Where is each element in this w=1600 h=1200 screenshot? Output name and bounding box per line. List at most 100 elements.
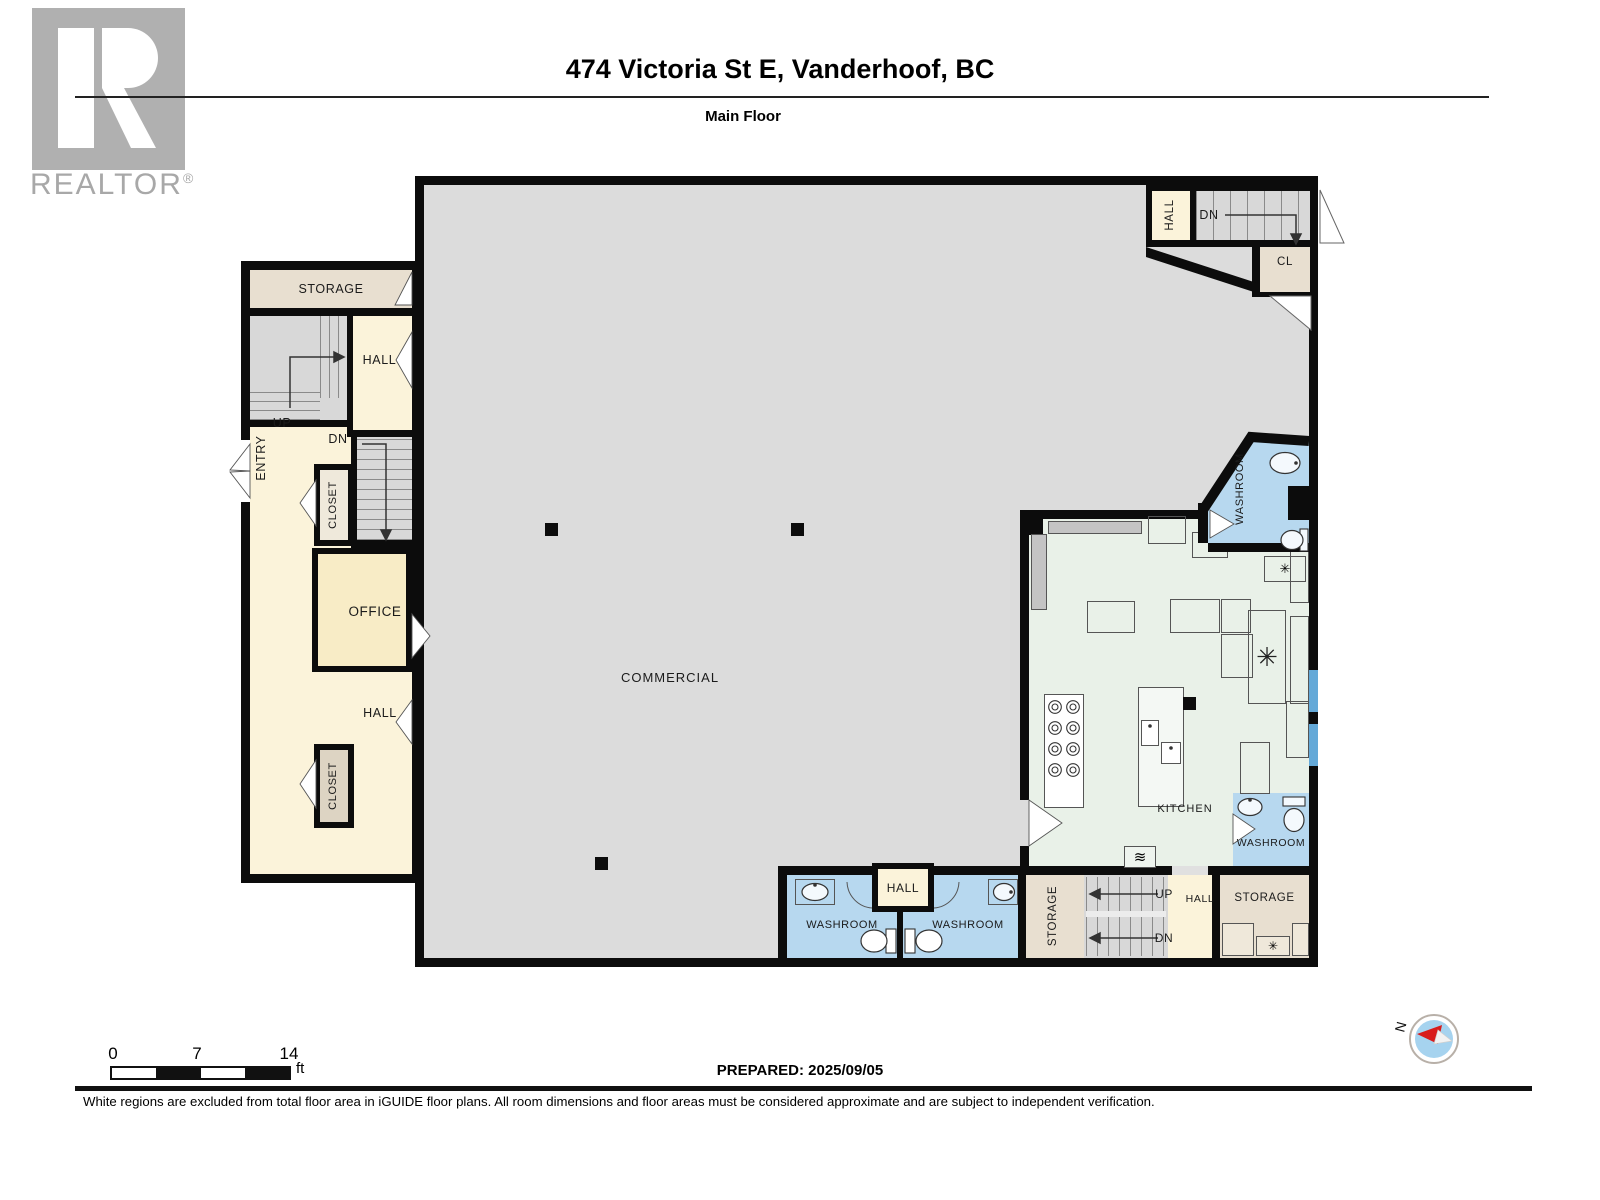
realtor-logo-text: REALTOR®	[30, 168, 195, 202]
label-up-s: UP	[1155, 886, 1173, 901]
wall-below-stairs-nw	[250, 420, 347, 427]
label-hall-ne: HALL	[1164, 199, 1176, 231]
room-hall-nw	[353, 316, 412, 430]
label-cl-ne: CL	[1277, 255, 1293, 268]
stairs-s-divider	[1086, 911, 1166, 917]
realtor-r-icon	[32, 8, 185, 170]
footer-rule	[75, 1086, 1532, 1091]
label-office: OFFICE	[348, 603, 402, 619]
scale-bar: 0 7 14 ft	[95, 1040, 335, 1080]
scale-tick-0: 0	[108, 1044, 118, 1063]
wall-washroom-center	[897, 875, 903, 958]
wall-band-left	[778, 866, 787, 958]
label-washroom-se: WASHROOM	[1236, 837, 1306, 849]
realtor-logo	[32, 8, 185, 170]
kitchen-stove	[1044, 694, 1084, 808]
washroom-s1-sink-counter	[795, 879, 835, 905]
scale-tick-14: 14	[279, 1044, 299, 1063]
commercial-equip-1	[1148, 516, 1186, 544]
wall-kitchen-top	[1020, 510, 1200, 519]
kitchen-equip-2	[1170, 599, 1220, 633]
commercial-equip-2	[1192, 532, 1228, 558]
label-storage-s: STORAGE	[1047, 885, 1059, 947]
scale-tick-7: 7	[192, 1044, 202, 1063]
washroom-s2-sink-counter	[988, 879, 1018, 905]
label-closet-nw: CLOSET	[327, 481, 339, 529]
kitchen-hall-opening	[1172, 866, 1208, 875]
kitchen-equip-1	[1087, 601, 1135, 633]
snowflake-icon: ✳	[1267, 939, 1279, 953]
kitchen-fridge: ✳	[1248, 610, 1286, 704]
label-washroom-s1: WASHROOM	[806, 919, 878, 931]
storage-se-shelf-2	[1292, 923, 1309, 956]
prepared-date: PREPARED: 2025/09/05	[716, 1062, 884, 1079]
label-hall-w: HALL	[363, 706, 397, 720]
wall-hall-nw-left	[347, 316, 353, 437]
stairs-dn-nw	[357, 437, 412, 540]
wall-dnstairs-bottom	[351, 540, 412, 548]
scale-unit: ft	[296, 1060, 305, 1077]
snowflake-icon: ✳	[1279, 561, 1291, 576]
wall-band-3	[1212, 875, 1220, 958]
page-title: 474 Victoria St E, Vanderhoof, BC	[565, 54, 995, 84]
window-e2	[1309, 724, 1318, 766]
storage-se-shelf-1	[1222, 923, 1254, 956]
scale-seg-3	[200, 1068, 245, 1078]
label-commercial: COMMERCIAL	[620, 669, 720, 685]
label-storage-se: STORAGE	[1234, 891, 1295, 904]
label-storage-nw: STORAGE	[298, 282, 364, 296]
label-hall-s: HALL	[886, 880, 920, 895]
kitchen-counter-e2	[1290, 616, 1309, 704]
stairs-up-nw-treads-v	[320, 316, 347, 398]
wall-kitchen-left	[1020, 510, 1029, 866]
kitchen-counter-side	[1031, 534, 1047, 610]
label-dn-nw: DN	[328, 432, 348, 446]
wall-band-2	[1018, 875, 1026, 958]
kitchen-equip-5	[1240, 742, 1270, 794]
title-rule	[75, 96, 1489, 98]
kitchen-counter-e1	[1290, 546, 1309, 603]
kitchen-island-sink-2	[1161, 742, 1181, 764]
label-hall-s2: HALL	[1185, 892, 1215, 905]
compass-icon: N	[1391, 1014, 1459, 1064]
label-dn-ne: DN	[1199, 208, 1219, 222]
label-hall-nw: HALL	[362, 353, 397, 367]
storage-se-freezer: ✳	[1256, 936, 1290, 956]
snowflake-icon: ✳	[1256, 641, 1278, 672]
wall-band-top	[778, 866, 1318, 875]
column-3	[595, 857, 608, 870]
label-washroom-s2: WASHROOM	[932, 919, 1004, 931]
column-1	[545, 523, 558, 536]
room-washroom-se	[1233, 793, 1309, 866]
scale-ruler	[110, 1066, 291, 1080]
room-office	[312, 548, 412, 672]
kitchen-counter-top	[1048, 521, 1142, 534]
scale-seg-4	[244, 1068, 289, 1078]
compass-n-label: N	[1391, 1020, 1409, 1034]
label-dn-s: DN	[1154, 930, 1174, 945]
waves-icon: ≋	[1133, 849, 1147, 866]
wall-dnstairs-left	[351, 437, 357, 540]
column-2	[791, 523, 804, 536]
floor-subtitle: Main Floor	[705, 108, 781, 125]
disclaimer-text: White regions are excluded from total fl…	[83, 1094, 1155, 1109]
room-closet-w	[314, 744, 354, 828]
room-hall-s	[878, 869, 928, 906]
label-closet-w: CLOSET	[327, 762, 339, 810]
kitchen-door-gap	[1020, 800, 1029, 846]
window-e1	[1309, 670, 1318, 712]
kitchen-freezer-small: ✳	[1264, 556, 1306, 582]
kitchen-corner-post	[1029, 519, 1043, 535]
kitchen-island-sink-1	[1141, 720, 1159, 746]
scale-seg-1	[112, 1068, 157, 1078]
kitchen-equip-4	[1221, 634, 1253, 678]
kitchen-counter-e3	[1286, 701, 1309, 758]
label-entry: ENTRY	[254, 435, 268, 481]
registered-icon: ®	[182, 170, 196, 186]
compass: N	[1390, 1003, 1470, 1075]
room-hall-s2	[1168, 875, 1212, 958]
room-hall-ne	[1152, 191, 1190, 240]
entry-door-gap	[238, 440, 250, 502]
room-closet-nw	[314, 464, 354, 546]
